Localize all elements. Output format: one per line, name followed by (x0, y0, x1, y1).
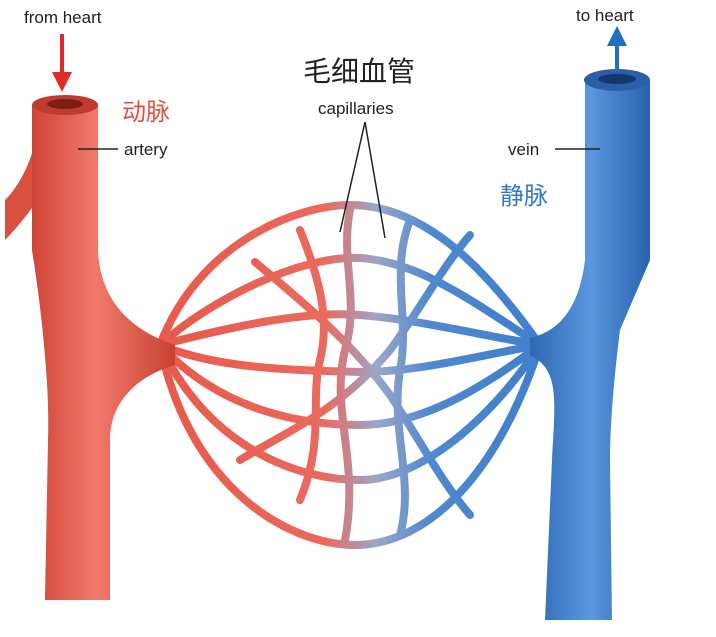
to-heart-label: to heart (576, 6, 634, 26)
vein-label: vein (508, 140, 539, 160)
vein-zh-label: 静脉 (500, 176, 548, 211)
arrow-out-of-vein-icon (607, 26, 627, 72)
from-heart-label: from heart (24, 8, 101, 28)
capillary-network (160, 205, 540, 545)
vein-vessel (530, 69, 650, 620)
capillaries-zh-label: 毛细血管 (303, 50, 415, 90)
arrow-into-artery-icon (52, 34, 72, 92)
artery-label: artery (124, 140, 167, 160)
capillaries-label: capillaries (318, 99, 394, 119)
artery-vessel (5, 95, 175, 600)
artery-zh-label: 动脉 (122, 92, 170, 127)
